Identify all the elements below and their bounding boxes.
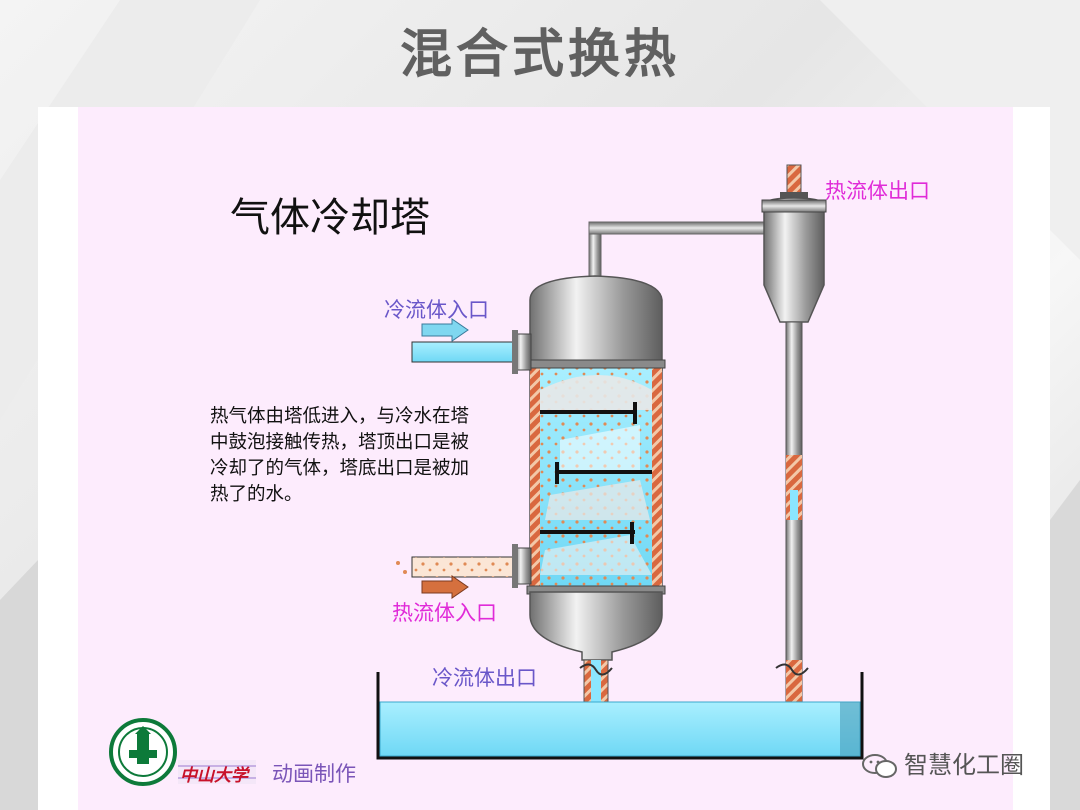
university-name-logo xyxy=(178,760,256,784)
tower-top-dome xyxy=(529,275,663,371)
cold-inlet-pipe xyxy=(411,318,532,374)
tower-bottom-cone xyxy=(529,591,663,661)
animation-credit: 动画制作 xyxy=(272,762,356,786)
cold-inlet-label: 冷流体入口 xyxy=(384,298,489,322)
watermark-text: 智慧化工圈 xyxy=(904,751,1024,779)
hot-outlet-label: 热流体出口 xyxy=(825,179,930,203)
tower-liquid-outlet xyxy=(579,659,613,703)
water-tank xyxy=(376,672,864,760)
process-description: 热气体由塔低进入，与冷水在塔中鼓泡接触传热，塔顶出口是被冷却了的气体，塔底出口是… xyxy=(210,406,470,505)
wechat-icon xyxy=(862,754,897,778)
hot-inlet-pipe xyxy=(396,544,532,599)
tower-body xyxy=(526,359,666,595)
watermark: 智慧化工圈 xyxy=(862,745,1024,780)
university-seal-logo xyxy=(109,718,177,786)
diagram-heading: 气体冷却塔 xyxy=(230,195,430,241)
cold-outlet-label: 冷流体出口 xyxy=(432,666,537,690)
gas-outlet-pipe xyxy=(588,221,770,277)
hot-inlet-label: 热流体入口 xyxy=(392,601,497,625)
cyclone-separator xyxy=(761,164,827,703)
slide-title: 混合式换热 xyxy=(399,25,680,85)
university-logo-text: 中山大学 xyxy=(180,766,248,786)
